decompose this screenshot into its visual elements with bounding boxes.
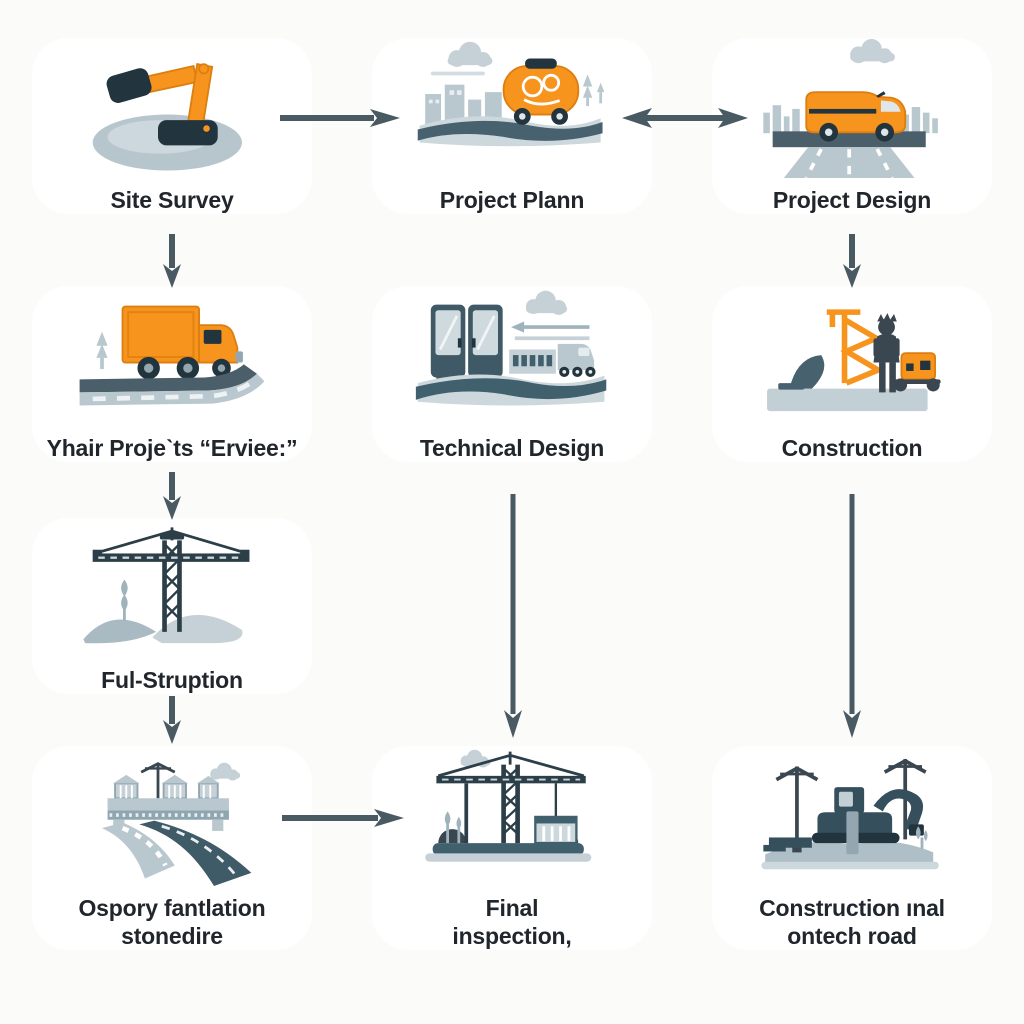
van-road-icon [734, 38, 970, 178]
arrow-construction-to-constructionnal-ontech-road [842, 492, 862, 738]
node-ful-struption: Ful-Struption [32, 518, 312, 695]
node-label-construction: Construction [781, 435, 923, 461]
bridge-roads-icon [54, 746, 290, 886]
node-project-plann: Project Plann [372, 38, 652, 215]
arrow-ospory-fantlation-to-final-inspection [280, 808, 404, 828]
double-doors-icon [394, 286, 630, 426]
node-site-survey: Site Survey [32, 38, 312, 215]
arrow-site-survey-to-project-plann [278, 108, 400, 128]
node-technical-design: Technical Design [372, 286, 652, 463]
arrow-project-plann-project-design-double [622, 104, 748, 132]
arrow-yhair-projets-to-ful-struption [162, 470, 182, 520]
crane-site-icon [394, 746, 630, 886]
arrow-ful-struption-to-ospory-fantlation [162, 694, 182, 744]
arrow-project-design-to-construction [842, 232, 862, 288]
node-label-project-plann: Project Plann [439, 187, 585, 213]
node-construction: Construction [712, 286, 992, 463]
arrow-technical-design-to-final-inspection [503, 492, 523, 738]
node-label-constructionnal-ontech-road: Construction ınal ontech road [759, 895, 945, 950]
tanker-truck-icon [394, 38, 630, 178]
node-final-inspection: Final inspection, [372, 746, 652, 951]
excavator-icon [54, 38, 290, 178]
node-ospory-fantlation: Ospory fantlation stonedire [32, 746, 312, 951]
tower-crane-icon [54, 518, 290, 658]
node-label-ospory-fantlation: Ospory fantlation stonedire [78, 895, 266, 950]
node-yhair-projets: Yhair Projeˋts “Erviee:” [32, 286, 312, 463]
node-label-technical-design: Technical Design [419, 435, 605, 461]
road-machinery-icon [734, 746, 970, 886]
node-label-project-design: Project Design [772, 187, 932, 213]
node-constructionnal-ontech-road: Construction ınal ontech road [712, 746, 992, 951]
node-project-design: Project Design [712, 38, 992, 215]
node-label-site-survey: Site Survey [110, 187, 234, 213]
node-label-yhair-projets: Yhair Projeˋts “Erviee:” [46, 435, 298, 461]
node-label-ful-struption: Ful-Struption [101, 667, 243, 693]
worker-equipment-icon [734, 286, 970, 426]
box-truck-icon [54, 286, 290, 426]
node-label-final-inspection: Final inspection, [452, 895, 572, 950]
arrow-site-survey-to-yhair-projets [162, 232, 182, 288]
